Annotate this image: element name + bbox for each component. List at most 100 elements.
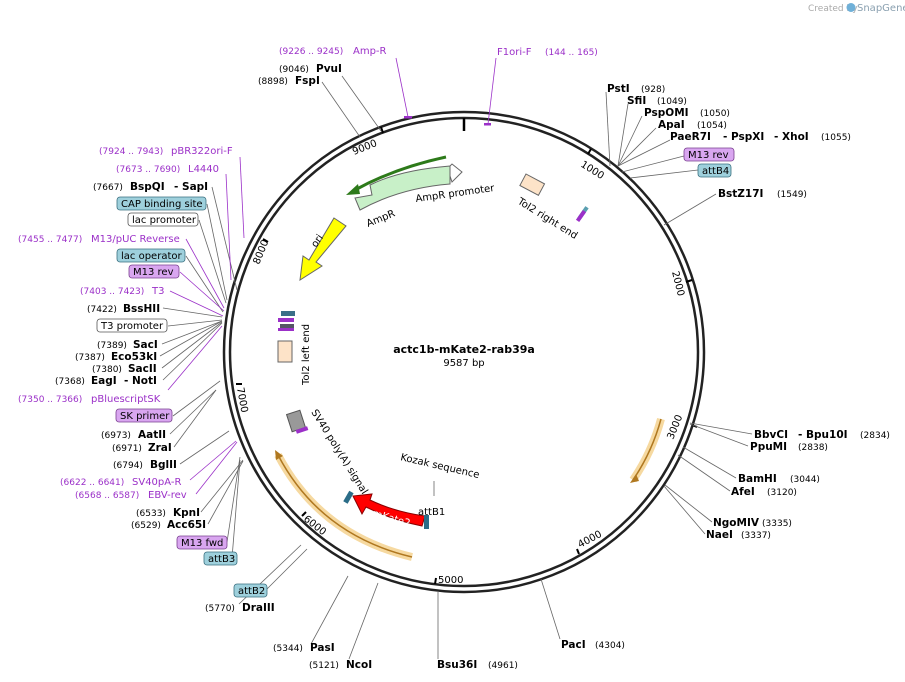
enzyme-naei-pos: (3337) <box>741 531 771 541</box>
tick-label-9000: 9000 <box>351 138 379 158</box>
enzyme-paci-name: PacI <box>561 639 586 651</box>
enzyme-paer7i-pos: (1055) <box>821 133 851 143</box>
feature-label-tol2-right: Tol2 right end <box>515 196 580 242</box>
leader-primer-m13rev <box>179 271 225 312</box>
primer-pbr322-name: pBR322ori-F <box>171 146 233 157</box>
primer-l4440-range: (7673 .. 7690) <box>116 165 180 175</box>
enzyme-afei-pos: (3120) <box>767 488 797 498</box>
leader-aatii <box>169 389 217 435</box>
leader-cap <box>206 203 228 301</box>
enzyme-acc65i-name: Acc65I <box>167 519 206 531</box>
enzyme-fspi-pos: (8898) <box>258 77 288 87</box>
tick-4000 <box>576 548 580 555</box>
leader-primer-pbluescript <box>167 325 223 391</box>
feature-tol2-right <box>519 173 546 197</box>
leader-pvui <box>341 75 382 132</box>
leader-paer7i <box>617 139 671 167</box>
primer-f1ori-range: (144 .. 165) <box>545 48 598 58</box>
box-lac-operator <box>116 248 186 263</box>
enzyme-psti-name: PstI <box>607 83 630 95</box>
tick-9000 <box>380 126 384 134</box>
primer-pbluescript-range: (7350 .. 7366) <box>18 395 82 405</box>
feature-left-cluster-4 <box>278 328 294 331</box>
primer-mark-ampr <box>404 116 412 119</box>
enzyme-ngomiv-name: NgoMIV <box>713 517 760 529</box>
leader-acc65i <box>207 460 244 525</box>
plasmid-name: actc1b-mKate2-rab39a <box>393 343 535 356</box>
leader-naei <box>663 485 706 535</box>
tick-label-5000: 5000 <box>438 575 463 586</box>
enzyme-paer7i-sep1: - PspXI <box>723 131 764 143</box>
enzyme-eco53ki-pos: (7387) <box>75 353 105 363</box>
leader-primer-t3 <box>169 290 224 317</box>
box-lac-promoter-label: lac promoter <box>132 215 197 226</box>
enzyme-psti-pos: (928) <box>641 85 665 95</box>
feature-green-arrowhead <box>346 184 360 195</box>
enzyme-bglii-pos: (6794) <box>113 461 143 471</box>
feature-tol2-left <box>277 340 293 363</box>
enzyme-bbvci-sep: - Bpu10I <box>798 429 848 441</box>
enzyme-bbvci-name: BbvCI <box>754 429 788 441</box>
primer-pbr322-range: (7924 .. 7943) <box>99 147 163 157</box>
enzyme-acc65i-pos: (6529) <box>131 521 161 531</box>
primer-ampr-range: (9226 .. 9245) <box>279 47 343 57</box>
enzyme-apai-pos: (1054) <box>697 121 727 131</box>
primer-pbluescript-name: pBluescriptSK <box>91 394 161 405</box>
box-t3-promoter-label: T3 promoter <box>100 321 164 332</box>
leader-t3prom <box>167 319 223 327</box>
enzyme-bsshii-name: BssHII <box>123 303 160 315</box>
leader-ppumi <box>689 423 749 447</box>
feature-label-sv40: SV40 poly(A) signal <box>308 408 369 497</box>
box-cap-label: CAP binding site <box>121 199 203 210</box>
enzyme-ncoi-pos: (5121) <box>309 661 339 671</box>
leader-ncoi <box>348 582 379 660</box>
primer-t3-name: T3 <box>151 286 164 297</box>
enzyme-fspi-name: FspI <box>295 75 320 87</box>
box-m13rev-left <box>128 264 180 279</box>
feature-mkate2-arrow <box>352 493 426 527</box>
enzyme-bstz17i-name: BstZ17I <box>718 188 763 200</box>
enzyme-eco53ki-name: Eco53kI <box>111 351 157 363</box>
feature-label-tol2-left: Tol2 left end <box>301 324 312 386</box>
backbone-outer <box>222 110 706 594</box>
enzyme-sfii-pos: (1049) <box>657 97 687 107</box>
leader-primer-l4440 <box>225 173 232 281</box>
box-attb3-label: attB3 <box>208 554 235 565</box>
credit-brand: SnapGene <box>857 3 905 14</box>
feature-left-cluster-3 <box>280 324 294 328</box>
box-m13fwd-label: M13 fwd <box>181 538 223 549</box>
leader-psti <box>605 91 611 167</box>
leader-lacprom <box>198 219 227 304</box>
leader-lacop <box>185 255 224 313</box>
leader-apai <box>617 127 657 167</box>
tick-5000 <box>434 577 437 585</box>
primer-t3-range: (7403 .. 7423) <box>80 287 144 297</box>
enzyme-aatii-name: AatII <box>138 429 166 441</box>
leader-sacii <box>161 321 223 369</box>
enzyme-pasi-pos: (5344) <box>273 644 303 654</box>
enzyme-bamhi-name: BamHI <box>738 473 777 485</box>
enzyme-ngomiv-pos: (3335) <box>762 519 792 529</box>
tick-6000 <box>301 511 307 517</box>
feature-ori-arrow <box>299 217 347 281</box>
box-sk-primer-label: SK primer <box>120 411 170 422</box>
enzyme-bglii-name: BglII <box>150 459 177 471</box>
enzyme-sacii-name: SacII <box>128 363 157 375</box>
leader-bamhi <box>682 446 737 479</box>
leader-zrai <box>173 389 217 448</box>
feature-orange-right-line <box>632 418 662 481</box>
enzyme-pvui-name: PvuI <box>316 63 342 75</box>
enzyme-bspqi-pos: (7667) <box>93 183 123 193</box>
leader-pspomi <box>617 115 643 167</box>
leader-sk <box>172 380 221 417</box>
enzyme-bbvci-pos: (2834) <box>860 431 890 441</box>
leader-bstz17i <box>663 193 717 226</box>
box-lac-operator-label: lac operator <box>121 251 182 262</box>
leader-primer-sv40pa <box>189 440 237 481</box>
enzyme-paer7i-sep2: - XhoI <box>774 131 809 143</box>
primer-f1ori-name: F1ori-F <box>497 47 532 58</box>
enzyme-ppumi-pos: (2838) <box>798 443 828 453</box>
enzyme-sacii-pos: (7380) <box>92 365 122 375</box>
enzyme-draiii-name: DraIII <box>242 602 275 614</box>
